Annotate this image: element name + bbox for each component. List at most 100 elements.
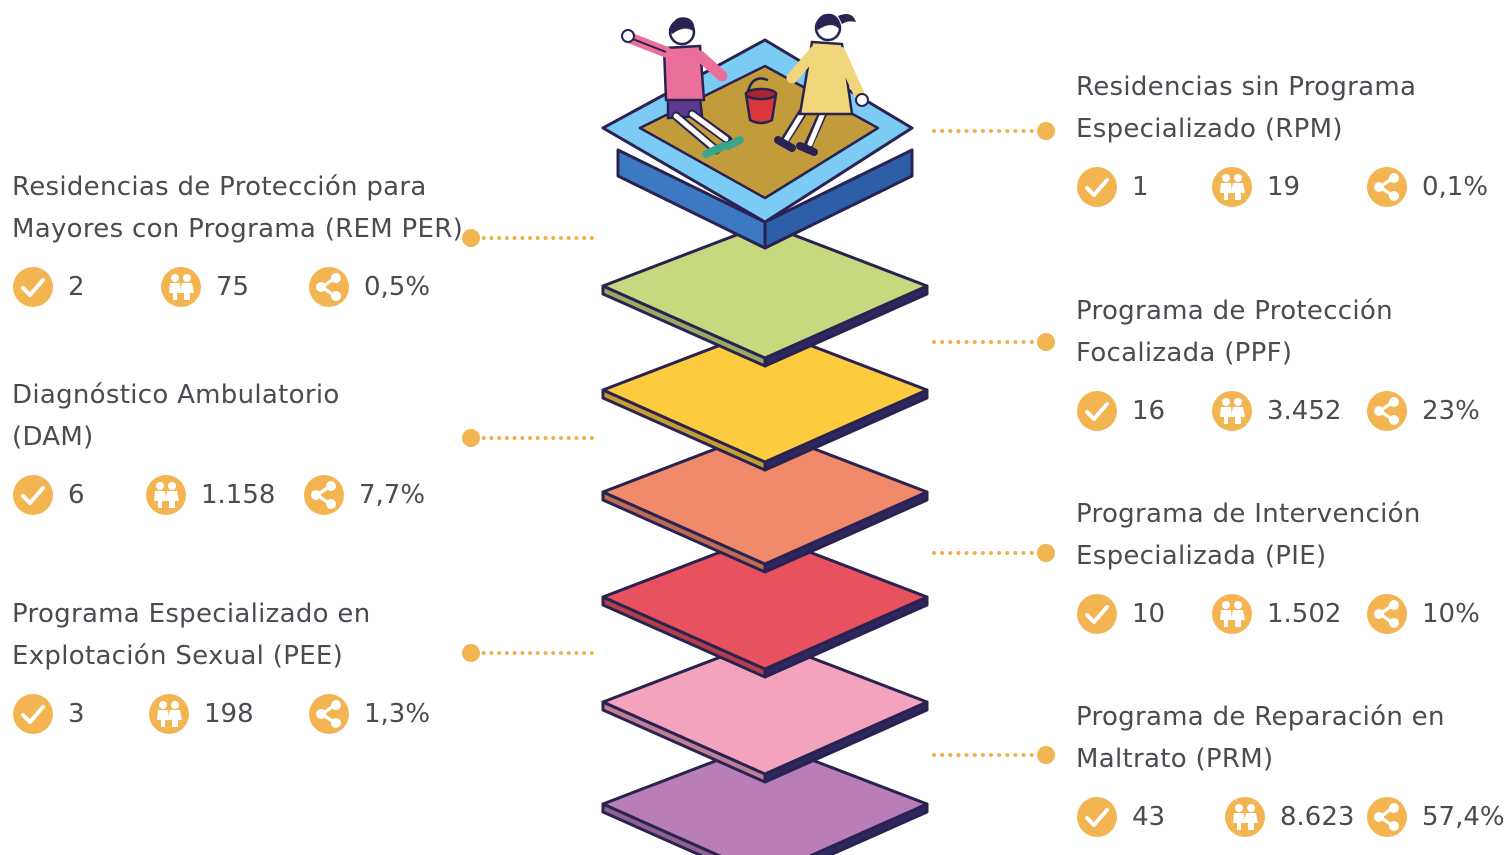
- connector-line: [474, 651, 594, 655]
- stat-share: 57,4%: [1366, 792, 1505, 842]
- program-label-line: Programa de Intervención: [1076, 499, 1421, 529]
- connector-line: [932, 129, 1042, 133]
- stat-value: 10: [1132, 599, 1166, 629]
- stat-value: 0,1%: [1422, 172, 1489, 202]
- program-stats: 43 8.623 57,4%: [1076, 792, 1505, 842]
- stat-children: 1.158: [145, 470, 275, 520]
- connector-dot: [462, 229, 480, 247]
- program-stats: 6 1.158 7,7%: [12, 470, 425, 520]
- stat-value: 75: [216, 272, 250, 302]
- stat-children: 75: [160, 262, 249, 312]
- stat-share: 1,3%: [308, 689, 430, 739]
- stat-count: 6: [12, 470, 85, 520]
- stat-value: 43: [1132, 802, 1166, 832]
- layer-plate-3: [601, 533, 929, 679]
- children-icon: [1211, 390, 1253, 432]
- children-icon: [160, 266, 202, 308]
- stat-value: 16: [1132, 396, 1166, 426]
- share-icon: [1366, 796, 1408, 838]
- layer-plate-6: [601, 222, 929, 368]
- check-icon: [1076, 593, 1118, 635]
- share-icon: [1366, 593, 1408, 635]
- program-label-line: Residencias de Protección para: [12, 172, 427, 202]
- stat-value: 3.452: [1267, 396, 1342, 426]
- program-label-line: Programa de Protección: [1076, 296, 1393, 326]
- share-icon: [303, 474, 345, 516]
- stat-share: 23%: [1366, 386, 1480, 436]
- layer-plate-5: [601, 326, 929, 472]
- stat-count: 1: [1076, 162, 1149, 212]
- stat-count: 16: [1076, 386, 1165, 436]
- children-icon: [1224, 796, 1266, 838]
- stat-children: 8.623: [1224, 792, 1354, 842]
- stat-value: 8.623: [1280, 802, 1355, 832]
- connector-dot: [1037, 122, 1055, 140]
- stat-children: 19: [1211, 162, 1300, 212]
- stat-value: 1: [1132, 172, 1149, 202]
- program-block: Programa de Reparación en Maltrato (PRM) 4…: [1076, 696, 1505, 842]
- stat-share: 10%: [1366, 589, 1480, 639]
- share-icon: [1366, 390, 1408, 432]
- connector-line: [474, 436, 594, 440]
- layer-plate-2: [601, 638, 929, 784]
- stat-value: 1.158: [201, 480, 276, 510]
- connector-dot: [1037, 544, 1055, 562]
- check-icon: [12, 266, 54, 308]
- children-icon: [1211, 166, 1253, 208]
- stat-count: 10: [1076, 589, 1165, 639]
- children-icon: [1211, 593, 1253, 635]
- program-label-line: Focalizada (PPF): [1076, 338, 1293, 368]
- program-label-line: Explotación Sexual (PEE): [12, 641, 344, 671]
- stat-children: 198: [148, 689, 254, 739]
- stat-children: 1.502: [1211, 589, 1341, 639]
- stat-value: 6: [68, 480, 85, 510]
- connector-dot: [462, 429, 480, 447]
- connector-line: [932, 551, 1042, 555]
- children-icon: [148, 693, 190, 735]
- connector-dot: [1037, 333, 1055, 351]
- share-icon: [308, 266, 350, 308]
- program-label-line: Especializada (PIE): [1076, 541, 1327, 571]
- stat-value: 2: [68, 272, 85, 302]
- stat-value: 10%: [1422, 599, 1480, 629]
- program-stats: 16 3.452 23%: [1076, 386, 1480, 436]
- program-label-line: Diagnóstico Ambulatorio: [12, 380, 340, 410]
- stat-share: 7,7%: [303, 470, 425, 520]
- stat-value: 7,7%: [359, 480, 426, 510]
- program-label-line: (DAM): [12, 422, 94, 452]
- sandbox-illustration: [601, 13, 914, 250]
- stat-value: 1.502: [1267, 599, 1342, 629]
- girl-figure: [774, 13, 869, 156]
- share-icon: [308, 693, 350, 735]
- stat-count: 2: [12, 262, 85, 312]
- program-label-line: Programa de Reparación en: [1076, 702, 1445, 732]
- check-icon: [12, 693, 54, 735]
- stat-value: 23%: [1422, 396, 1480, 426]
- program-label-line: Especializado (RPM): [1076, 114, 1343, 144]
- stat-share: 0,5%: [308, 262, 430, 312]
- stat-value: 19: [1267, 172, 1301, 202]
- connector-dot: [1037, 746, 1055, 764]
- stat-value: 57,4%: [1422, 802, 1505, 832]
- stat-value: 0,5%: [364, 272, 431, 302]
- program-block: Diagnóstico Ambulatorio (DAM) 6 1.158 7,7%: [12, 374, 425, 520]
- children-icon: [145, 474, 187, 516]
- connector-line: [474, 236, 594, 240]
- stat-value: 198: [204, 699, 254, 729]
- program-label-line: Maltrato (PRM): [1076, 744, 1274, 774]
- connector-line: [932, 340, 1042, 344]
- check-icon: [12, 474, 54, 516]
- connector-dot: [462, 644, 480, 662]
- stat-value: 1,3%: [364, 699, 431, 729]
- stat-count: 3: [12, 689, 85, 739]
- check-icon: [1076, 796, 1118, 838]
- connector-line: [932, 753, 1042, 757]
- layer-plate-1: [601, 740, 929, 855]
- check-icon: [1076, 390, 1118, 432]
- program-stats: 3 198 1,3%: [12, 689, 430, 739]
- program-label-line: Programa Especializado en: [12, 599, 371, 629]
- program-block: Programa Especializado en Explotación Sex…: [12, 593, 430, 739]
